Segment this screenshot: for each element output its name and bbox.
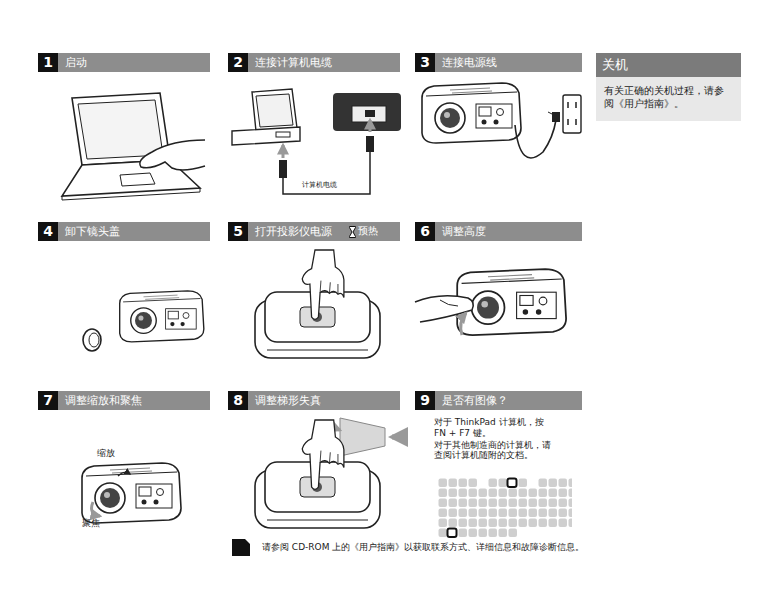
info-panel: 关机有关正确的关机过程，请参阅《用户指南》。 bbox=[596, 53, 741, 121]
height-drawing bbox=[415, 269, 566, 335]
hourglass-shape bbox=[350, 227, 356, 238]
cable-drawing bbox=[232, 89, 401, 194]
lens-cap-drawing bbox=[83, 291, 204, 351]
step-number: 2 bbox=[228, 53, 248, 72]
zoom-focus-drawing bbox=[82, 463, 181, 523]
note-text: 对于其他制造商的计算机，请查阅计算机随附的文档。 bbox=[434, 440, 554, 462]
step-title: 连接电源线 bbox=[435, 53, 497, 72]
cable-label: 计算机电缆 bbox=[302, 181, 337, 189]
footer-note: 请参阅 CD-ROM 上的《用户指南》以获取联系方式、详细信息和故障诊断信息。 bbox=[262, 542, 584, 553]
step-title: 调整缩放和聚焦 bbox=[58, 391, 142, 410]
step-number: 8 bbox=[228, 391, 248, 410]
step-number: 4 bbox=[38, 222, 58, 241]
step-header: 6调整高度 bbox=[415, 222, 582, 241]
step-header: 4卸下镜头盖 bbox=[38, 222, 210, 241]
step-header: 8调整梯形失真 bbox=[228, 391, 400, 410]
focus-label: 聚焦 bbox=[82, 518, 100, 529]
step-title: 调整高度 bbox=[435, 222, 486, 241]
panel-heading: 关机 bbox=[596, 53, 741, 77]
step-title: 打开投影仪电源 bbox=[248, 222, 332, 241]
keyboard-drawing bbox=[438, 478, 572, 538]
zoom-label: 缩放 bbox=[97, 448, 115, 459]
step-title: 是否有图像？ bbox=[435, 391, 508, 410]
power-drawing bbox=[422, 83, 581, 158]
laptop-drawing bbox=[62, 93, 205, 200]
step-number: 3 bbox=[415, 53, 435, 72]
step-title: 连接计算机电缆 bbox=[248, 53, 332, 72]
warmup-label: 预热 bbox=[358, 225, 378, 237]
step-number: 6 bbox=[415, 222, 435, 241]
step-header: 1启动 bbox=[38, 53, 210, 72]
power-button-drawing bbox=[255, 250, 380, 358]
note-icon bbox=[232, 539, 250, 556]
step-header: 3连接电源线 bbox=[415, 53, 582, 72]
step-number: 1 bbox=[38, 53, 58, 72]
step-title: 启动 bbox=[58, 53, 87, 72]
panel-body: 有关正确的关机过程，请参阅《用户指南》。 bbox=[596, 77, 741, 119]
step-header: 7调整缩放和聚焦 bbox=[38, 391, 210, 410]
step-number: 7 bbox=[38, 391, 58, 410]
step-number: 9 bbox=[415, 391, 435, 410]
keystone-drawing bbox=[255, 418, 405, 528]
step-header: 9是否有图像？ bbox=[415, 391, 582, 410]
hourglass-icon bbox=[349, 226, 356, 238]
step-header: 2连接计算机电缆 bbox=[228, 53, 400, 72]
note-text: 对于 ThinkPad 计算机，按 FN + F7 键。 bbox=[434, 417, 554, 439]
step-title: 调整梯形失真 bbox=[248, 391, 321, 410]
step-title: 卸下镜头盖 bbox=[58, 222, 120, 241]
step-number: 5 bbox=[228, 222, 248, 241]
